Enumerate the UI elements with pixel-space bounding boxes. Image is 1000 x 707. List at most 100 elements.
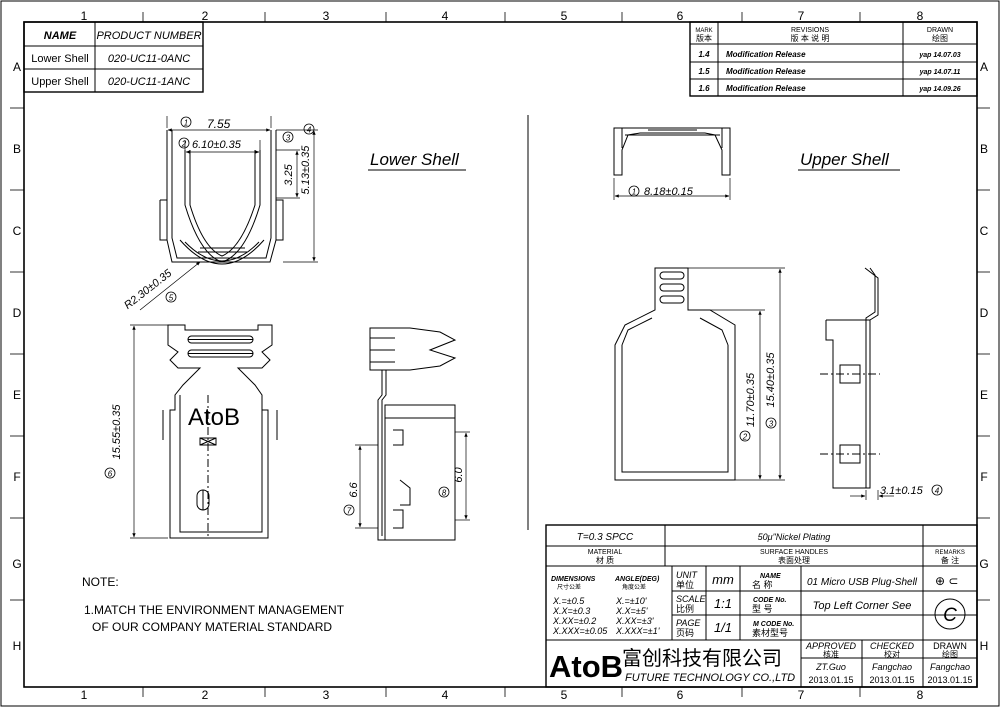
- dim-label: 8.18±0.15: [644, 186, 694, 198]
- dim-label: 6.6: [348, 481, 360, 497]
- callout-circle: [739, 430, 751, 442]
- surface-label-cn: 表面处理: [778, 555, 810, 565]
- col-label: 6: [677, 688, 684, 702]
- callout-number: 3: [286, 134, 291, 143]
- surface-value: 50μ"Nickel Plating: [758, 532, 831, 542]
- revision-mark: 1.6: [698, 84, 710, 93]
- col-label: 1: [81, 9, 88, 23]
- callout-number: 4: [307, 126, 312, 135]
- col-label: 8: [917, 688, 924, 702]
- angle-value: X.XXX=±1': [615, 626, 660, 636]
- callout-number: 1: [632, 188, 636, 197]
- callout-number: 8: [442, 489, 447, 498]
- mcode-label-cn: 素材型号: [752, 627, 788, 638]
- tolerance-value: X.X=±0.3: [552, 606, 590, 616]
- row-label: D: [980, 306, 989, 320]
- drawn-date: 2013.01.15: [927, 675, 972, 685]
- dim-label: 15.40±0.35: [765, 352, 777, 408]
- callout-circle: [282, 131, 294, 143]
- company-name-cn: 富创科技有限公司: [622, 647, 782, 670]
- code-value: Top Left Corner See: [813, 600, 912, 612]
- col-label: 7: [798, 688, 805, 702]
- tolerance-value: X.XX=±0.2: [552, 616, 596, 626]
- checked-name: Fangchao: [872, 662, 912, 672]
- name-value: 01 Micro USB Plug-Shell: [807, 577, 918, 588]
- upper-plan-dim-labels: 11.70±0.35 2 15.40±0.35 3: [739, 352, 777, 442]
- callout-number: 4: [935, 487, 940, 496]
- callout-circle: [765, 417, 777, 429]
- page-value: 1/1: [714, 620, 732, 635]
- callout-number: 2: [181, 140, 187, 149]
- revisions-mark-en: MARK: [695, 28, 712, 34]
- revision-desc: Modification Release: [726, 67, 806, 76]
- grid-labels: 1 2 3 4 5 6 7 8 1 2 3 4 5 6 7 8 A B C D …: [12, 9, 988, 702]
- material-label-cn: 材 质: [596, 555, 614, 565]
- row-label: C: [980, 224, 989, 238]
- dim-label: 15.55±0.35: [111, 404, 123, 460]
- lower-plan-dim-labels: 15.55±0.35 6: [104, 404, 123, 479]
- revisions-drawn-en: DRAWN: [927, 27, 953, 34]
- row-label: H: [980, 639, 989, 653]
- callout-circle: [438, 486, 450, 498]
- unit-value: mm: [712, 572, 734, 587]
- row-label: G: [979, 557, 988, 571]
- upper-shell-side-view: [820, 267, 880, 489]
- revisions-title-cn: 版 本 说 明: [791, 33, 830, 43]
- revision-mark: 1.5: [698, 67, 710, 76]
- revision-desc: Modification Release: [726, 84, 806, 93]
- product-table-cell-number: 020-UC11-0ANC: [108, 53, 190, 65]
- lower-shell-front-view: [159, 130, 284, 265]
- title-block: [545, 524, 978, 688]
- dim-label: 7.55: [207, 117, 231, 131]
- unit-label-cn: 单位: [676, 579, 694, 590]
- revisions-title-en: REVISIONS: [791, 27, 829, 34]
- revisions-drawn-cn: 绘图: [932, 33, 948, 43]
- product-table-header-name: NAME: [44, 30, 77, 42]
- upper-side-dim-labels: 3.1±0.15 4: [880, 484, 943, 497]
- title-block-text: T=0.3 SPCC MATERIAL 材 质 50μ"Nickel Plati…: [549, 532, 973, 685]
- side-view-dimensions: [355, 431, 470, 529]
- company-logo: AtoB: [549, 649, 623, 684]
- col-label: 3: [323, 9, 330, 23]
- checked-label-cn: 校对: [884, 649, 900, 659]
- revision-drawn: yap 14.09.26: [918, 86, 960, 93]
- row-label: B: [980, 142, 988, 156]
- lower-shell-title: Lower Shell: [370, 150, 460, 169]
- callout-number: 3: [769, 420, 774, 429]
- col-label: 4: [442, 9, 449, 23]
- col-label: 4: [442, 688, 449, 702]
- revision-drawn: yap 14.07.03: [918, 52, 960, 59]
- material-label-en: MATERIAL: [588, 549, 623, 556]
- copyright-circle: [934, 598, 966, 630]
- dim-label: 5.13±0.35: [300, 145, 312, 195]
- revisions-mark-cn: 版本: [696, 33, 712, 43]
- dim-label: 3.1±0.15: [880, 485, 924, 497]
- row-label: F: [13, 470, 20, 484]
- lower-shell-side-view: [369, 327, 457, 541]
- callout-circle: [180, 116, 192, 128]
- surface-label-en: SURFACE HANDLES: [760, 549, 828, 556]
- approved-date: 2013.01.15: [808, 675, 853, 685]
- row-label: E: [980, 388, 988, 402]
- mcode-label-en: M CODE No.: [753, 621, 794, 628]
- revision-mark: 1.4: [698, 50, 710, 59]
- code-label-cn: 型 号: [752, 604, 773, 614]
- col-label: 7: [798, 9, 805, 23]
- col-label: 3: [323, 688, 330, 702]
- upper-side-dimensions: [850, 490, 894, 500]
- dimensions-label-cn: 尺寸公差: [557, 583, 581, 591]
- company-name-en: FUTURE TECHNOLOGY CO.,LTD: [625, 672, 795, 684]
- notes: NOTE: 1.MATCH THE ENVIRONMENT MANAGEMENT…: [82, 575, 345, 634]
- callout-number: 6: [108, 470, 113, 479]
- tolerance-value: X.=±0.5: [552, 596, 585, 606]
- lower-shell-logo: AtoB: [188, 404, 240, 431]
- remarks-label-cn: 备 注: [941, 555, 959, 565]
- dim-label: 6.0: [453, 466, 465, 482]
- callout-circle: [303, 123, 315, 135]
- upper-shell-front-view: [613, 127, 731, 176]
- unit-label-en: UNIT: [676, 570, 698, 580]
- revision-desc: Modification Release: [726, 50, 806, 59]
- name-label-en: NAME: [760, 573, 781, 580]
